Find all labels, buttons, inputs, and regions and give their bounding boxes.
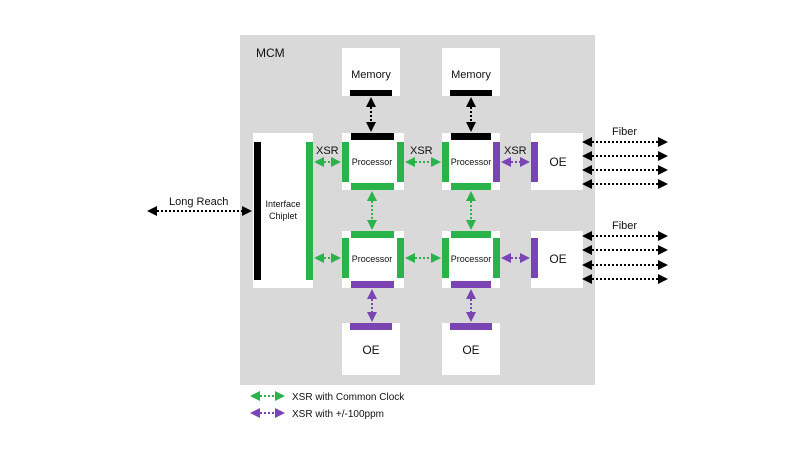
xsr-label-interface: XSR (316, 145, 339, 157)
xsr-label-oe: XSR (504, 145, 527, 157)
fiber-links-top (582, 137, 668, 189)
xsr-label-processors: XSR (410, 145, 433, 157)
fiber-label-bottom: Fiber (612, 220, 637, 232)
svg-text:OE: OE (462, 343, 479, 357)
processor-top-right: Processor (442, 133, 500, 190)
long-reach-label: Long Reach (169, 196, 228, 208)
memory-block-2: Memory (442, 48, 500, 96)
svg-text:Memory: Memory (351, 69, 391, 81)
fiber-label-top: Fiber (612, 126, 637, 138)
svg-text:Processor: Processor (451, 254, 492, 264)
fiber-links-bottom (582, 231, 668, 284)
processor-bottom-right: Processor (442, 231, 500, 288)
oe-block-right-bottom: OE (531, 231, 583, 288)
svg-text:Processor: Processor (352, 254, 393, 264)
processor-bottom-left: Processor (342, 231, 404, 288)
memory-block-1: Memory (342, 48, 400, 96)
oe-block-right-top: OE (531, 133, 583, 190)
interface-chiplet: Interface Chiplet (253, 133, 313, 288)
legend: XSR with Common Clock XSR with +/-100ppm (250, 391, 405, 420)
svg-text:Processor: Processor (352, 157, 393, 167)
svg-text:Memory: Memory (451, 69, 491, 81)
svg-text:OE: OE (549, 155, 566, 169)
oe-block-bottom-left: OE (342, 323, 400, 375)
svg-text:OE: OE (549, 252, 566, 266)
svg-text:Interface: Interface (265, 199, 300, 209)
processor-top-left: Processor (342, 133, 404, 190)
legend-common-clock: XSR with Common Clock (292, 392, 405, 403)
svg-text:OE: OE (362, 343, 379, 357)
legend-ppm: XSR with +/-100ppm (292, 409, 384, 420)
svg-text:Chiplet: Chiplet (269, 211, 298, 221)
mcm-label: MCM (256, 46, 285, 60)
svg-text:Processor: Processor (451, 157, 492, 167)
oe-block-bottom-right: OE (442, 323, 500, 375)
